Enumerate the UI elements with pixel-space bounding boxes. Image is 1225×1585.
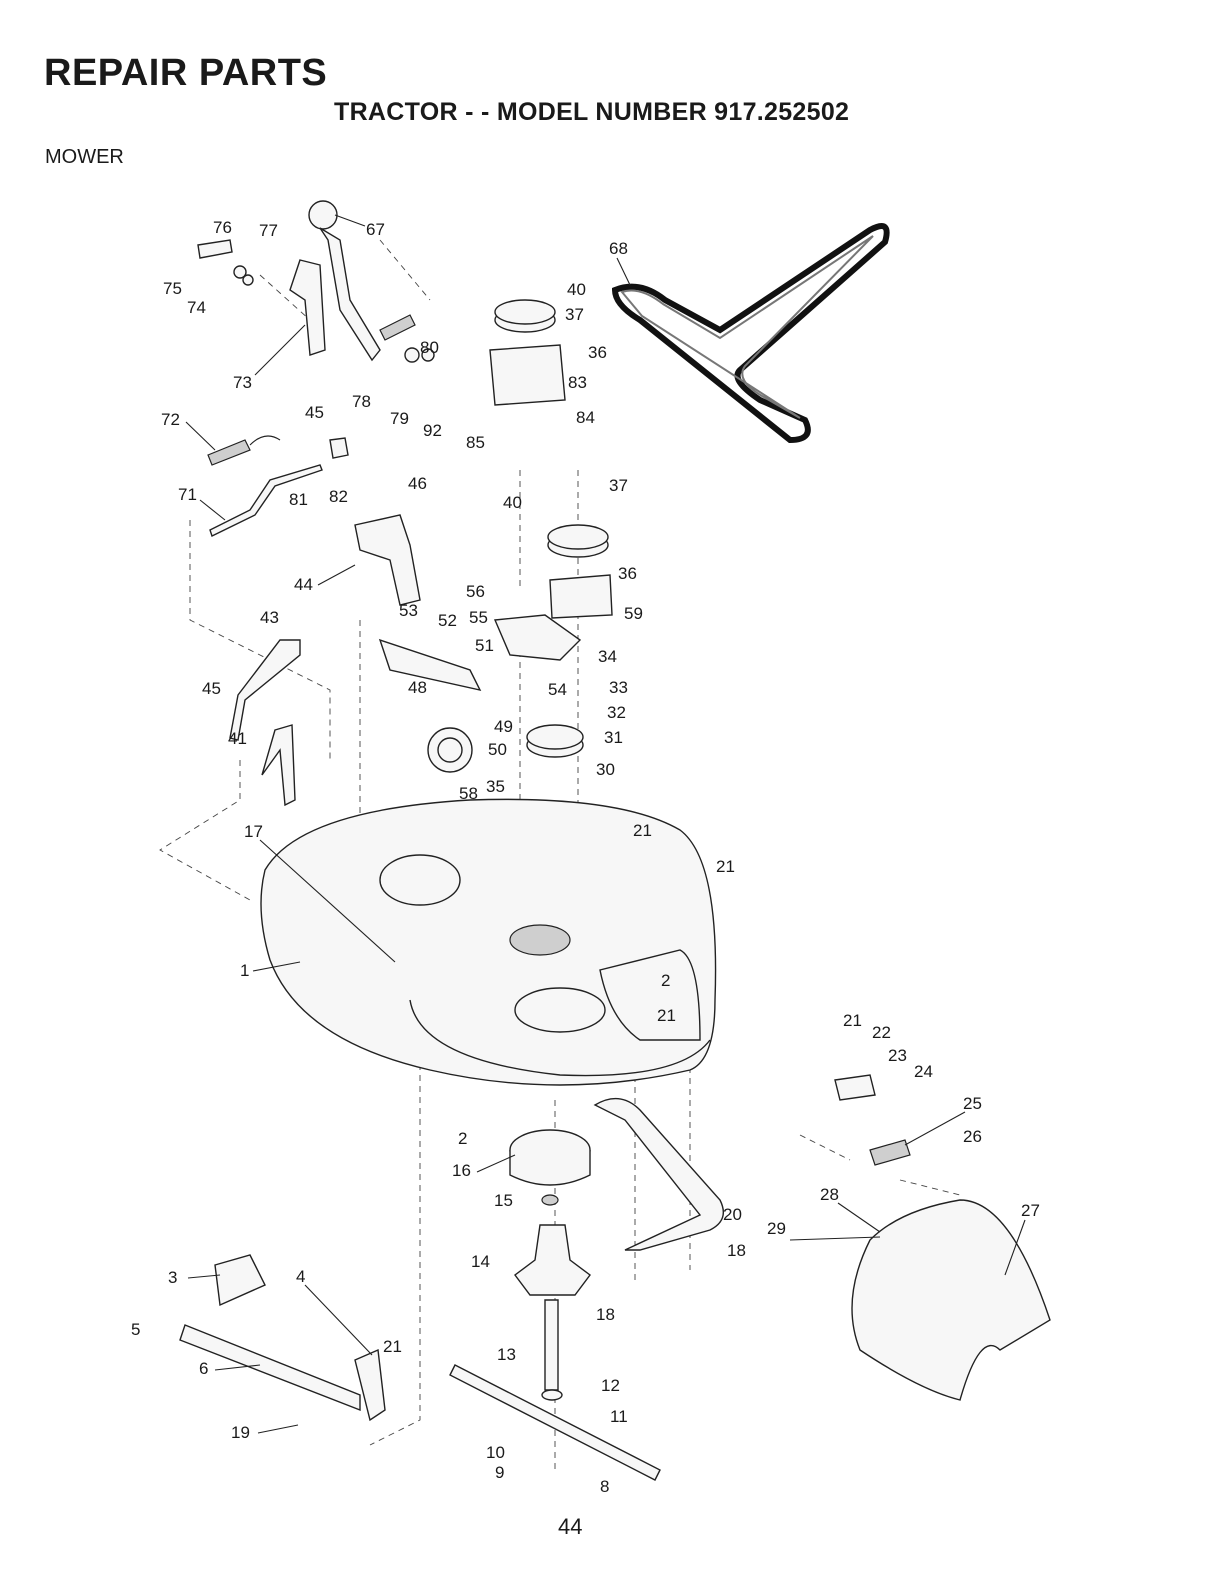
callout-11: 11 bbox=[610, 1407, 628, 1426]
callout-21e: 21 bbox=[843, 1011, 862, 1030]
callout-14: 14 bbox=[471, 1252, 490, 1271]
callout-20: 20 bbox=[723, 1205, 742, 1224]
callout-8: 8 bbox=[600, 1477, 609, 1496]
callout-55: 55 bbox=[469, 608, 488, 627]
callout-92: 92 bbox=[423, 421, 442, 440]
callout-52: 52 bbox=[438, 611, 457, 630]
callout-2a: 2 bbox=[661, 971, 670, 990]
callout-37a: 37 bbox=[565, 305, 584, 324]
callout-83: 83 bbox=[568, 373, 587, 392]
callout-51: 51 bbox=[475, 636, 494, 655]
callout-77: 77 bbox=[259, 221, 278, 240]
callout-54: 54 bbox=[548, 680, 567, 699]
callout-36b: 36 bbox=[618, 564, 637, 583]
callout-19: 19 bbox=[231, 1423, 250, 1442]
callout-45b: 45 bbox=[202, 679, 221, 698]
callout-16: 16 bbox=[452, 1161, 471, 1180]
callout-56: 56 bbox=[466, 582, 485, 601]
callout-22: 22 bbox=[872, 1023, 891, 1042]
mower-deck bbox=[261, 799, 716, 1085]
callout-26: 26 bbox=[963, 1127, 982, 1146]
callout-13: 13 bbox=[497, 1345, 516, 1364]
callout-32: 32 bbox=[607, 703, 626, 722]
callout-67: 67 bbox=[366, 220, 385, 239]
callout-58: 58 bbox=[459, 784, 478, 803]
callout-6: 6 bbox=[199, 1359, 208, 1378]
callout-10: 10 bbox=[486, 1443, 505, 1462]
callout-12: 12 bbox=[601, 1376, 620, 1395]
callout-84: 84 bbox=[576, 408, 595, 427]
callout-21c: 21 bbox=[657, 1006, 676, 1025]
callout-85: 85 bbox=[466, 433, 485, 452]
callout-1: 1 bbox=[240, 961, 249, 980]
callout-23: 23 bbox=[888, 1046, 907, 1065]
callout-37b: 37 bbox=[609, 476, 628, 495]
callout-21a: 21 bbox=[633, 821, 652, 840]
callout-4: 4 bbox=[296, 1267, 305, 1286]
callout-79: 79 bbox=[390, 409, 409, 428]
callout-78: 78 bbox=[352, 392, 371, 411]
callout-75: 75 bbox=[163, 279, 182, 298]
callout-40a: 40 bbox=[567, 280, 586, 299]
callout-82: 82 bbox=[329, 487, 348, 506]
callout-41: 41 bbox=[228, 729, 247, 748]
callout-43: 43 bbox=[260, 608, 279, 627]
callout-25: 25 bbox=[963, 1094, 982, 1113]
callout-50: 50 bbox=[488, 740, 507, 759]
callout-29: 29 bbox=[767, 1219, 786, 1238]
callout-73: 73 bbox=[233, 373, 252, 392]
callout-18b: 18 bbox=[596, 1305, 615, 1324]
callout-53: 53 bbox=[399, 601, 418, 620]
callout-9: 9 bbox=[495, 1463, 504, 1482]
drive-belt bbox=[615, 226, 887, 440]
callout-31: 31 bbox=[604, 728, 623, 747]
callout-80: 80 bbox=[420, 338, 439, 357]
callout-21d: 21 bbox=[383, 1337, 402, 1356]
callout-72: 72 bbox=[161, 410, 180, 429]
callout-18a: 18 bbox=[727, 1241, 746, 1260]
callout-74: 74 bbox=[187, 298, 206, 317]
callout-3: 3 bbox=[168, 1268, 177, 1287]
callout-45a: 45 bbox=[305, 403, 324, 422]
callout-59: 59 bbox=[624, 604, 643, 623]
callout-46: 46 bbox=[408, 474, 427, 493]
callout-71: 71 bbox=[178, 485, 197, 504]
callout-28: 28 bbox=[820, 1185, 839, 1204]
callout-2b: 2 bbox=[458, 1129, 467, 1148]
callout-24: 24 bbox=[914, 1062, 933, 1081]
callout-49: 49 bbox=[494, 717, 513, 736]
callout-76: 76 bbox=[213, 218, 232, 237]
callout-21b: 21 bbox=[716, 857, 735, 876]
page-number: 44 bbox=[558, 1514, 582, 1540]
callout-27: 27 bbox=[1021, 1201, 1040, 1220]
callout-81: 81 bbox=[289, 490, 308, 509]
callout-68: 68 bbox=[609, 239, 628, 258]
callout-44: 44 bbox=[294, 575, 313, 594]
callout-36a: 36 bbox=[588, 343, 607, 362]
callout-40b: 40 bbox=[503, 493, 522, 512]
callout-5: 5 bbox=[131, 1320, 140, 1339]
callout-48: 48 bbox=[408, 678, 427, 697]
callout-35: 35 bbox=[486, 777, 505, 796]
spindle-and-blade bbox=[450, 1130, 660, 1480]
callout-30: 30 bbox=[596, 760, 615, 779]
callout-17: 17 bbox=[244, 822, 263, 841]
callout-34: 34 bbox=[598, 647, 617, 666]
callout-33: 33 bbox=[609, 678, 628, 697]
callout-15: 15 bbox=[494, 1191, 513, 1210]
